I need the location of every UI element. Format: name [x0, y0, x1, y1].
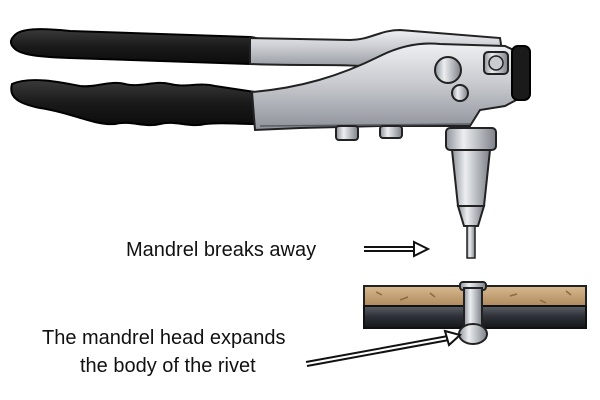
end-cap: [511, 45, 531, 101]
lower-handle-grip: [10, 79, 256, 127]
mandrel-head-label-line-1: The mandrel head expands: [42, 327, 286, 349]
mandrel-pin: [466, 225, 476, 259]
rivet-body: [458, 281, 488, 345]
nose-piece: [445, 127, 497, 227]
mandrel-head-arrow: [305, 329, 463, 367]
square-bolt: [483, 51, 509, 75]
mandrel-head-label-line-2: the body of the rivet: [80, 355, 256, 377]
mandrel-break-arrow: [364, 240, 431, 258]
under-nut-1: [335, 125, 359, 141]
small-bolt: [451, 84, 469, 102]
under-nut-2: [379, 125, 403, 139]
upper-handle-grip: [10, 28, 268, 66]
pivot-bolt: [434, 56, 462, 84]
mandrel-breaks-label: Mandrel breaks away: [126, 239, 317, 261]
